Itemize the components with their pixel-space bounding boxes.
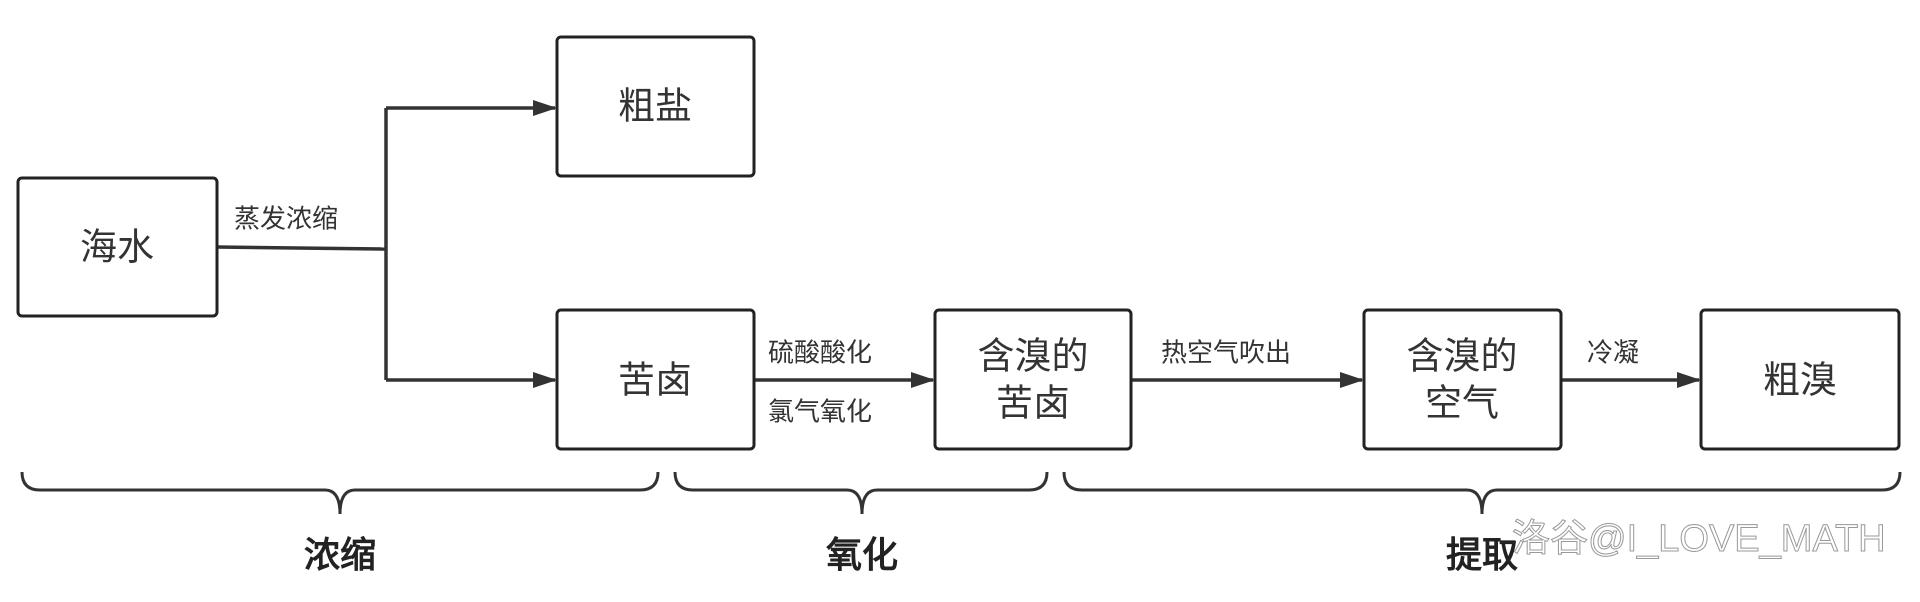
edge-label-acidify: 硫酸酸化 [768,339,872,369]
stage-label-concentrate: 浓缩 [304,535,376,576]
stage-label-extract: 提取 [1446,535,1518,576]
node-seawater: 海水 [16,176,219,318]
seawater-to-split-line [216,245,387,251]
edge-label-hot-air: 热空气吹出 [1161,339,1291,369]
node-label-line1: 含溴的 [978,335,1089,378]
node-label-line2: 空气 [1425,382,1499,425]
watermark: 洛谷@I_LOVE_MATH [1512,518,1886,560]
node-label-line2: 苦卤 [996,382,1070,425]
node-label: 粗溴 [1763,359,1837,402]
edge-label-evaporate: 蒸发浓缩 [234,205,338,235]
node-label: 苦卤 [618,359,692,402]
node-label: 海水 [80,226,154,269]
node-bromine-air: 含溴的 空气 [1362,308,1563,451]
brace-oxidize [673,471,1049,515]
edge-label-condense: 冷凝 [1587,339,1639,369]
node-label-line1: 含溴的 [1407,335,1518,378]
edge-label-chlorine: 氯气氧化 [768,398,872,428]
node-label: 粗盐 [618,85,692,128]
node-bittern: 苦卤 [555,308,756,451]
stage-label-oxidize: 氧化 [826,535,898,576]
connectors [216,100,1701,388]
node-bromine-bittern: 含溴的 苦卤 [933,308,1133,451]
node-crude-salt: 粗盐 [555,35,756,178]
brace-extract [1062,471,1902,515]
brace-concentrate [20,471,660,515]
node-crude-bromine: 粗溴 [1699,308,1901,451]
